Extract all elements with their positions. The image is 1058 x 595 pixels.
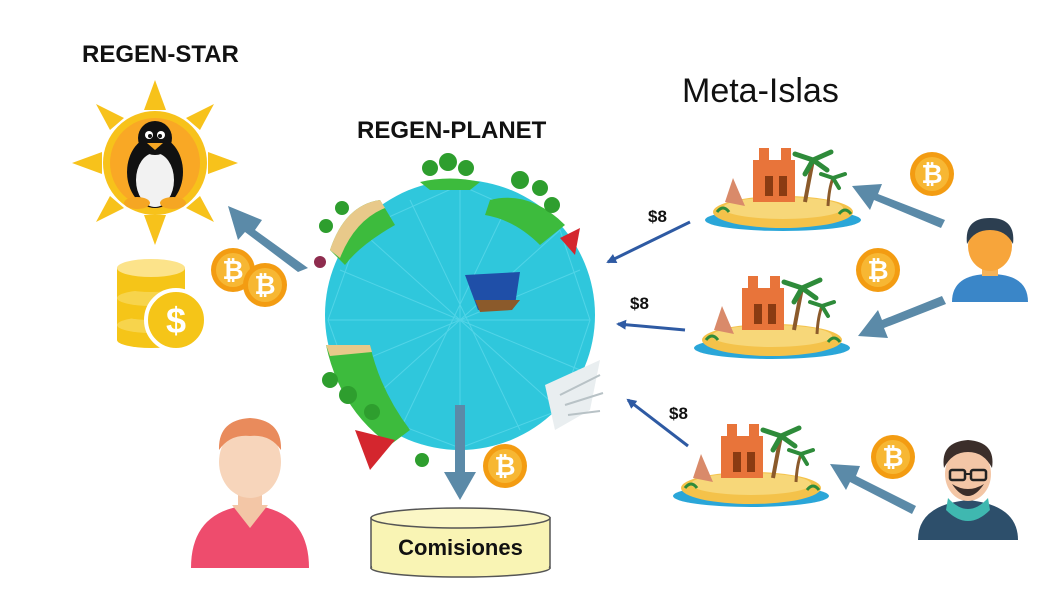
commissions-label: Comisiones (398, 535, 523, 560)
tropical-island-icon (673, 424, 829, 507)
meta-islands-title: Meta-Islas (682, 72, 839, 110)
flow-arrows (228, 184, 946, 514)
user-avatar-icon (952, 218, 1028, 302)
lowpoly-planet-icon (314, 153, 604, 470)
regen-star-title: REGEN-STAR (82, 41, 239, 68)
bitcoin-icon (856, 248, 900, 292)
regen-planet-title: REGEN-PLANET (357, 117, 547, 144)
tropical-island-icon (705, 148, 861, 231)
bitcoin-icon (483, 444, 527, 488)
price-label: $8 (630, 294, 649, 313)
bitcoin-icon (211, 248, 287, 307)
bitcoin-icon (871, 435, 915, 479)
svg-text:$: $ (166, 300, 186, 341)
penguin-icon (124, 121, 186, 209)
database-cylinder-icon (370, 507, 551, 578)
bitcoin-icon (910, 152, 954, 196)
price-label: $8 (648, 207, 667, 226)
dollar-coin-icon: $ (144, 288, 208, 352)
price-arrows (606, 220, 691, 448)
tropical-island-icon (694, 276, 850, 359)
user-avatar-icon (918, 440, 1018, 540)
user-avatar-icon (191, 418, 309, 568)
price-label: $8 (669, 404, 688, 423)
